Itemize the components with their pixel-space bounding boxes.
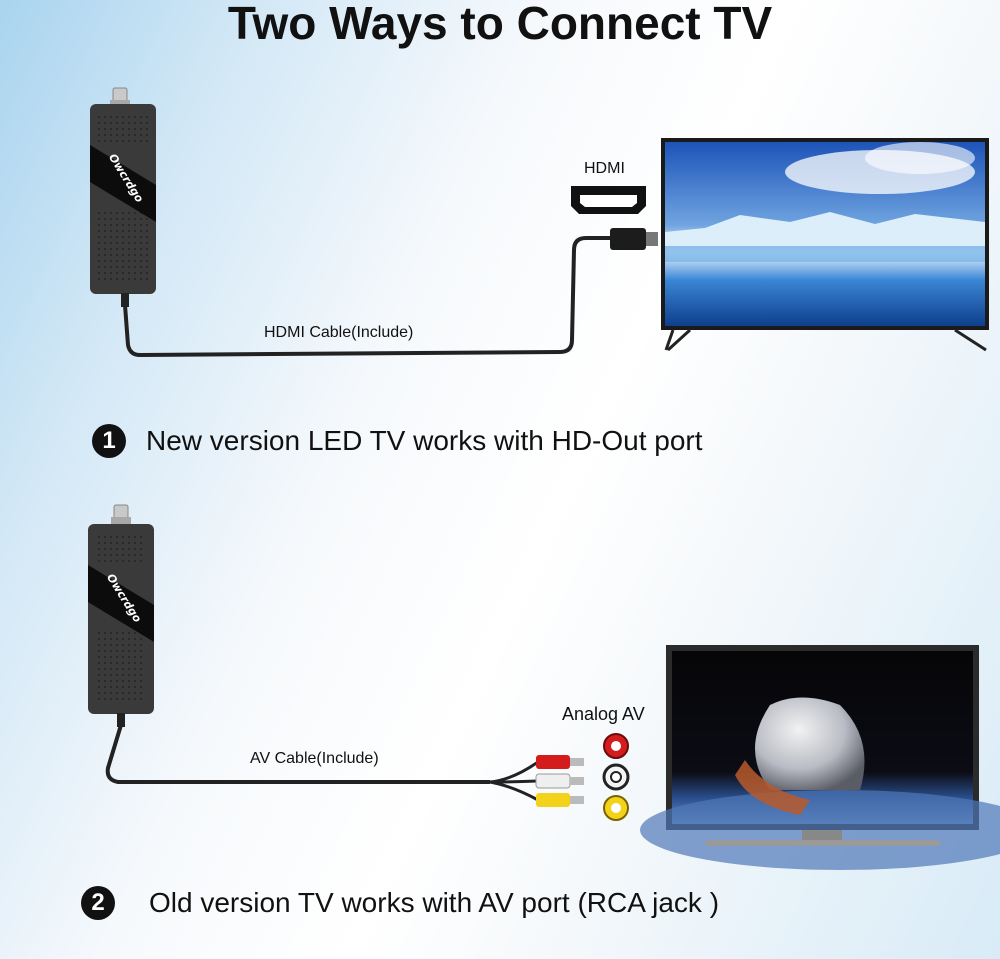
step-description: New version LED TV works with HD-Out por… [146,425,703,456]
av-cable-label: AV Cable(Include) [250,750,379,767]
led-tv [661,138,989,352]
step-description: Old version TV works with AV port (RCA j… [149,887,720,918]
hdmi-cable [123,236,612,358]
antenna-connector [113,504,129,520]
water-reflection [665,246,985,262]
tv-leg-right [954,328,987,352]
av-cable-split [489,760,539,784]
cable-strain-relief [117,713,125,727]
old-tv [640,645,1000,870]
device-vent-top [96,534,146,564]
page-title: Two Ways to Connect TV [227,0,773,49]
tv-leg-left [666,328,692,352]
step-number-badge: 1 [92,424,126,458]
rca-plug-yellow [536,793,584,807]
rca-jack-white [602,763,630,791]
step-2: 2 Old version TV works with AV port (RCA… [81,886,719,920]
antenna-connector-base [111,517,131,525]
rca-jack-red [603,733,629,759]
step-1: 1 New version LED TV works with HD-Out p… [92,424,703,458]
av-cable-split [489,779,539,784]
av-cable-split [489,780,539,802]
tv-leg-left [664,329,675,351]
rca-plug-white [535,773,584,789]
cloud [865,142,975,174]
device-vent-bottom [96,630,146,700]
tv-tuner-device-2: Owcrdgo [88,504,154,727]
icebergs [665,212,985,246]
tv-tuner-device-1: Owcrdgo [90,87,156,307]
step-number-badge: 2 [81,886,115,920]
av-cable [105,724,490,784]
device-vent-bottom [98,210,148,280]
hdmi-cable-label: HDMI Cable(Include) [264,324,414,341]
spacecraft [755,697,865,790]
tv-stand-base [706,840,940,846]
device-brand-band [88,565,154,642]
hdmi-port-icon [571,186,646,214]
tv-stand-neck [802,830,842,840]
hdmi-plug [610,228,658,250]
hdmi-port-label: HDMI [584,160,625,177]
device-vent-top [98,114,148,144]
rca-jack-yellow [603,795,629,821]
antenna-connector [112,87,128,103]
device-brand-band [90,145,156,222]
rca-plug-red [536,755,584,769]
cable-strain-relief [121,293,129,307]
spacecraft-heat-shield [735,760,810,815]
analog-av-label: Analog AV [562,704,645,724]
